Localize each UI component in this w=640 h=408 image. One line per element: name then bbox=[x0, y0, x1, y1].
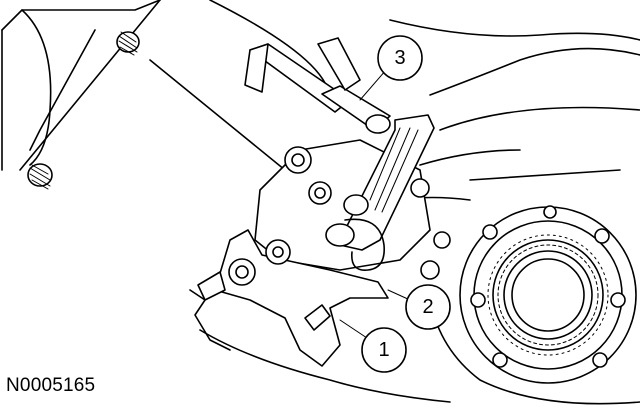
output-gear-assembly bbox=[459, 205, 637, 384]
special-tool bbox=[244, 37, 435, 271]
callout-2: 2 bbox=[405, 284, 451, 330]
housing-bolt-heads bbox=[27, 31, 140, 190]
callout-2-label: 2 bbox=[422, 296, 433, 318]
callout-1: 1 bbox=[361, 327, 407, 373]
callout-3-label: 3 bbox=[394, 47, 405, 69]
figure-id: N0005165 bbox=[6, 375, 96, 396]
leader-lines bbox=[339, 69, 411, 341]
callout-1-label: 1 bbox=[378, 339, 389, 361]
shift-lever bbox=[189, 229, 389, 367]
left-housing-outline bbox=[1, 0, 331, 171]
callout-3: 3 bbox=[377, 35, 423, 81]
